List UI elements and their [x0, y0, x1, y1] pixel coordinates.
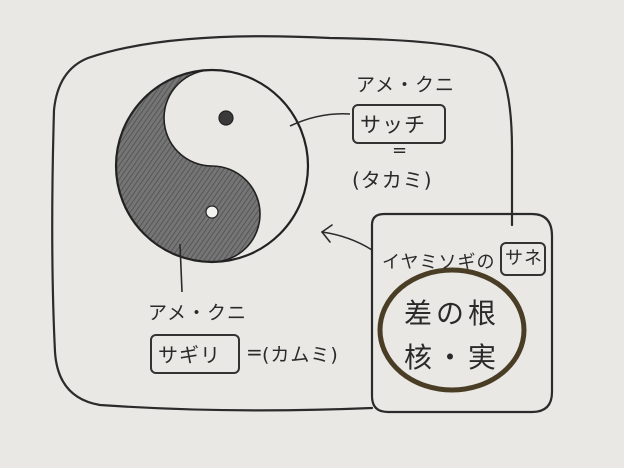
outer-frame — [51, 35, 514, 412]
yin-dot — [205, 205, 219, 219]
top-right-boxed-label: サッチ — [352, 104, 446, 144]
connector-line-bottom — [179, 243, 183, 293]
bottom-left-boxed-label: サギリ — [150, 334, 240, 374]
right-panel-title: イヤミソギの — [382, 252, 496, 273]
ring-circle — [377, 267, 527, 393]
circle-text-line-2: 核・実 — [404, 341, 501, 374]
bottom-left-equals: = — [246, 340, 264, 364]
connector-line-top — [289, 112, 351, 127]
yin-yang-symbol — [114, 68, 310, 264]
bottom-left-header: アメ・クニ — [148, 302, 248, 324]
top-right-boxed-text: サッチ — [360, 113, 426, 137]
bottom-left-boxed-text: サギリ — [158, 343, 221, 367]
yang-dot — [218, 110, 234, 126]
top-right-paren: (タカミ) — [352, 168, 433, 192]
top-right-header: アメ・クニ — [356, 74, 456, 96]
right-panel-frame — [370, 212, 554, 414]
circle-text-line-1: 差の根 — [404, 297, 501, 330]
top-right-equals: = — [392, 140, 409, 161]
bottom-left-paren: (カムミ) — [262, 344, 339, 366]
arrow — [321, 224, 373, 251]
right-panel-title-boxed-text: サネ — [505, 248, 543, 269]
right-panel-title-boxed: サネ — [500, 242, 546, 276]
